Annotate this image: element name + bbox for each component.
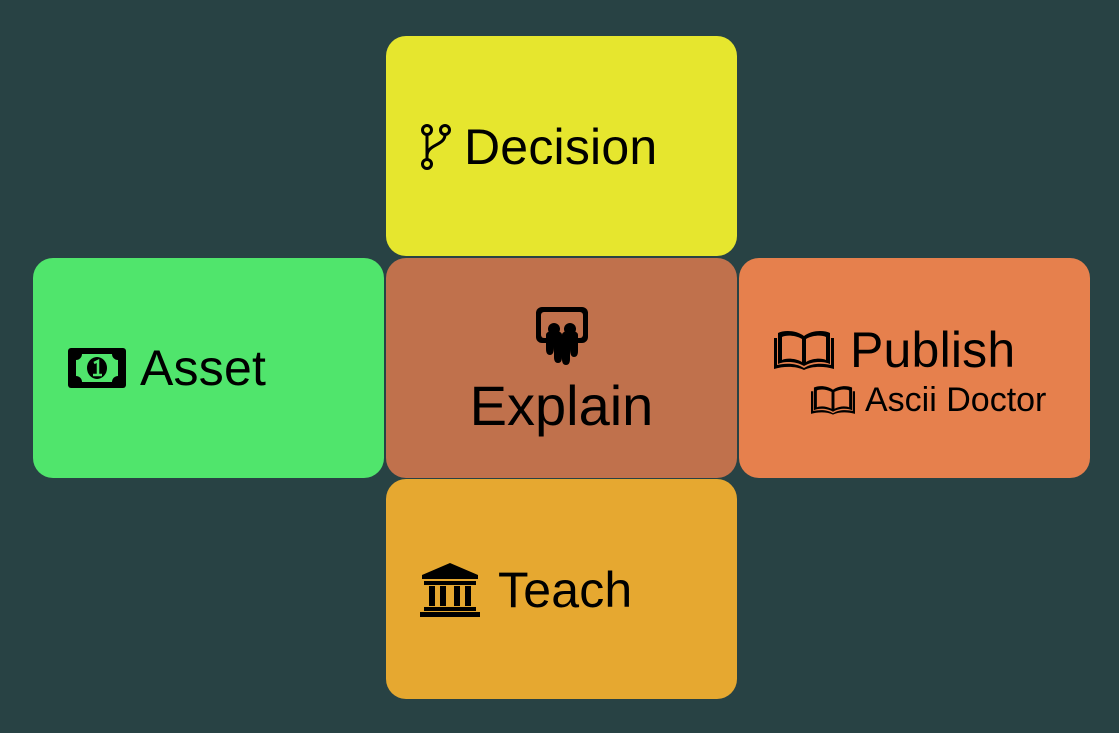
ascii-doctor-label: Ascii Doctor — [865, 381, 1047, 419]
publish-label: Publish — [850, 322, 1016, 378]
institution-icon — [420, 563, 480, 617]
asset-label: Asset — [140, 340, 267, 396]
open-book-icon — [811, 385, 855, 415]
open-book-icon — [774, 330, 834, 370]
decision-row: Decision — [420, 122, 657, 172]
publish-row: Publish — [774, 325, 1015, 375]
decision-tile[interactable]: Decision — [386, 36, 737, 256]
publish-tile[interactable]: Publish Ascii Doctor — [739, 258, 1090, 478]
explain-tile[interactable]: Explain — [386, 258, 737, 478]
explain-label: Explain — [469, 374, 654, 437]
asset-row: Asset — [68, 343, 266, 393]
decision-label: Decision — [464, 119, 658, 175]
money-bill-icon — [68, 348, 126, 388]
ascii-doctor-row[interactable]: Ascii Doctor — [811, 383, 1046, 417]
presenter-icon — [532, 305, 592, 365]
teach-tile[interactable]: Teach — [386, 479, 737, 699]
teach-row: Teach — [420, 563, 632, 617]
asset-tile[interactable]: Asset — [33, 258, 384, 478]
git-branch-icon — [420, 124, 452, 170]
teach-label: Teach — [498, 562, 633, 618]
